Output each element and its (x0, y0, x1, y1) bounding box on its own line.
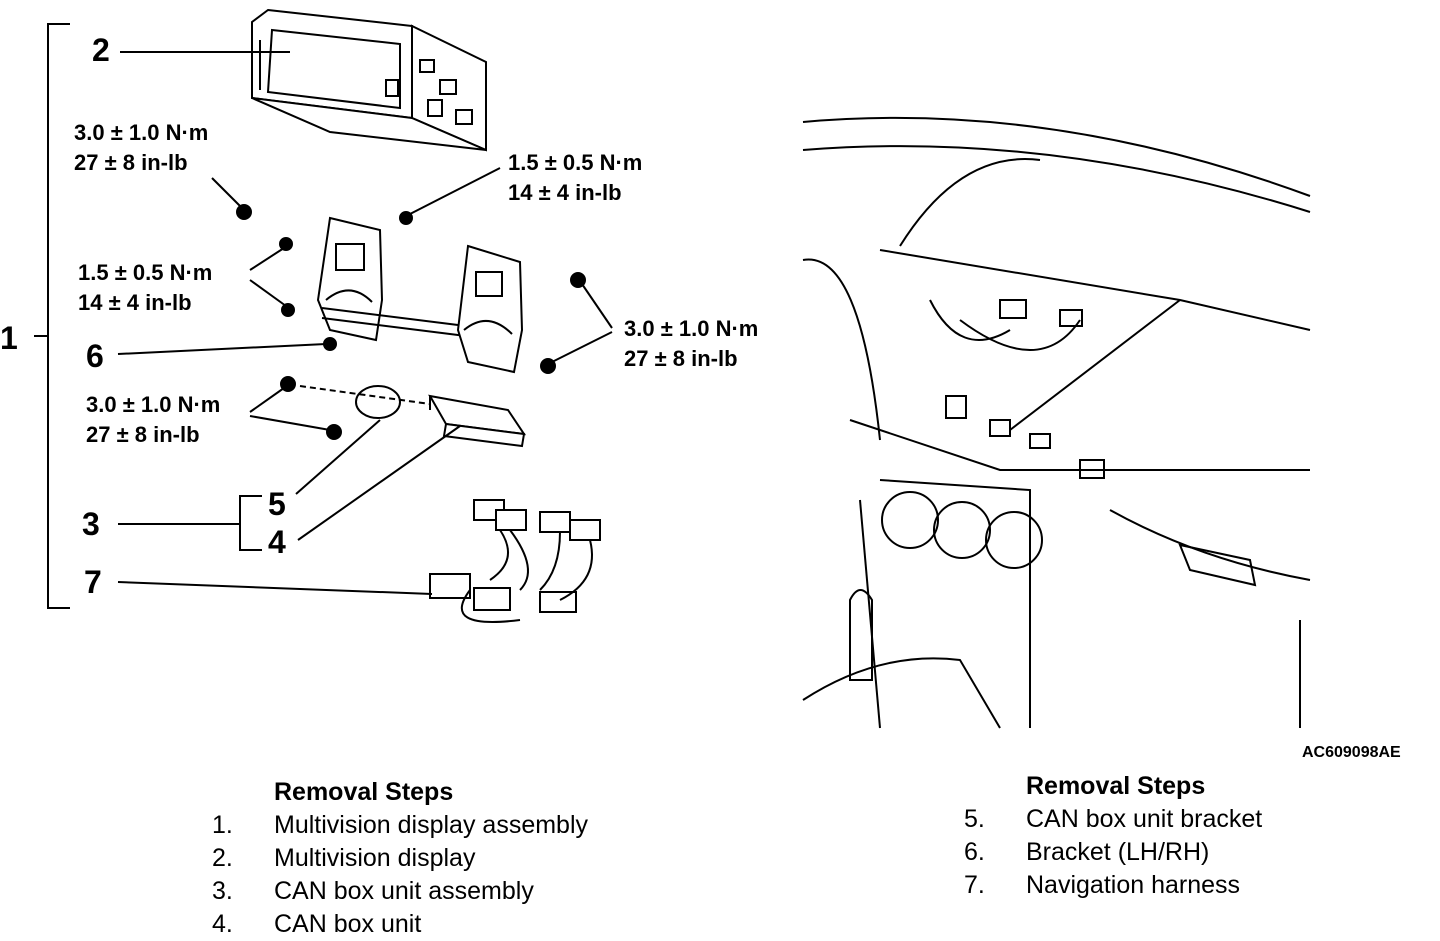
torque-label-top-right: 1.5 ± 0.5 N·m 14 ± 4 in-lb (508, 148, 642, 208)
torque-label-top-left: 3.0 ± 1.0 N·m 27 ± 8 in-lb (74, 118, 208, 178)
torque-inlb: 27 ± 8 in-lb (74, 150, 188, 175)
figure-id: AC609098AE (1302, 744, 1401, 761)
dashboard-locator-view (802, 112, 1311, 729)
callout-7: 7 (84, 564, 102, 600)
callout-4: 4 (268, 524, 286, 560)
torque-nm: 3.0 ± 1.0 N·m (86, 392, 221, 417)
removal-steps-right: Removal Steps 5. CAN box unit bracket 6. B… (964, 770, 1262, 902)
torque-nm: 3.0 ± 1.0 N·m (74, 120, 209, 145)
list-item: 2. Multivision display (212, 842, 588, 875)
step-label: CAN box unit bracket (1026, 805, 1263, 833)
step-label: Bracket (LH/RH) (1026, 838, 1210, 866)
list-item: 4. CAN box unit (212, 908, 588, 941)
multivision-display-drawing (120, 8, 487, 152)
removal-steps-title: Removal Steps (1026, 772, 1206, 800)
callout-3: 3 (82, 506, 100, 542)
step-label: Multivision display (274, 844, 476, 872)
bolts (236, 204, 586, 440)
list-item: 6. Bracket (LH/RH) (964, 836, 1262, 869)
callout-2: 2 (92, 32, 110, 68)
step-number: 4. (212, 910, 233, 938)
step-label: Multivision display assembly (274, 811, 589, 839)
torque-inlb: 14 ± 4 in-lb (78, 290, 192, 315)
step-number: 7. (964, 871, 985, 899)
navigation-harness-drawing (429, 499, 601, 623)
can-box-unit-drawing (428, 394, 527, 448)
torque-label-mid-right: 3.0 ± 1.0 N·m 27 ± 8 in-lb (624, 314, 758, 374)
torque-inlb: 14 ± 4 in-lb (508, 180, 622, 205)
list-item: 7. Navigation harness (964, 869, 1262, 902)
leader-lines (117, 167, 613, 595)
torque-nm: 1.5 ± 0.5 N·m (508, 150, 643, 175)
torque-label-mid-left: 1.5 ± 0.5 N·m 14 ± 4 in-lb (78, 258, 212, 318)
list-item: 5. CAN box unit bracket (964, 803, 1262, 836)
step-label: CAN box unit assembly (274, 877, 534, 905)
torque-inlb: 27 ± 8 in-lb (624, 346, 738, 371)
step-number: 6. (964, 838, 985, 866)
assembly-bracket-1 (34, 23, 70, 609)
step-number: 5. (964, 805, 985, 833)
step-label: CAN box unit (274, 910, 422, 938)
list-item: 1. Multivision display assembly (212, 809, 588, 842)
step-number: 3. (212, 877, 233, 905)
can-box-bracket-drawing (299, 385, 431, 419)
callout-1: 1 (0, 320, 18, 356)
torque-label-lower-left: 3.0 ± 1.0 N·m 27 ± 8 in-lb (86, 390, 220, 450)
list-item: 3. CAN box unit assembly (212, 875, 588, 908)
torque-nm: 1.5 ± 0.5 N·m (78, 260, 213, 285)
bracket-rh-drawing (456, 244, 524, 374)
callout-5: 5 (268, 486, 286, 522)
removal-steps-title: Removal Steps (274, 778, 454, 806)
step-number: 1. (212, 811, 233, 839)
callout-6: 6 (86, 338, 104, 374)
torque-nm: 3.0 ± 1.0 N·m (624, 316, 759, 341)
torque-inlb: 27 ± 8 in-lb (86, 422, 200, 447)
bracket-lh-drawing (316, 216, 467, 342)
step-number: 2. (212, 844, 233, 872)
step-label: Navigation harness (1026, 871, 1241, 899)
removal-steps-left: Removal Steps 1. Multivision display asse… (212, 776, 588, 941)
